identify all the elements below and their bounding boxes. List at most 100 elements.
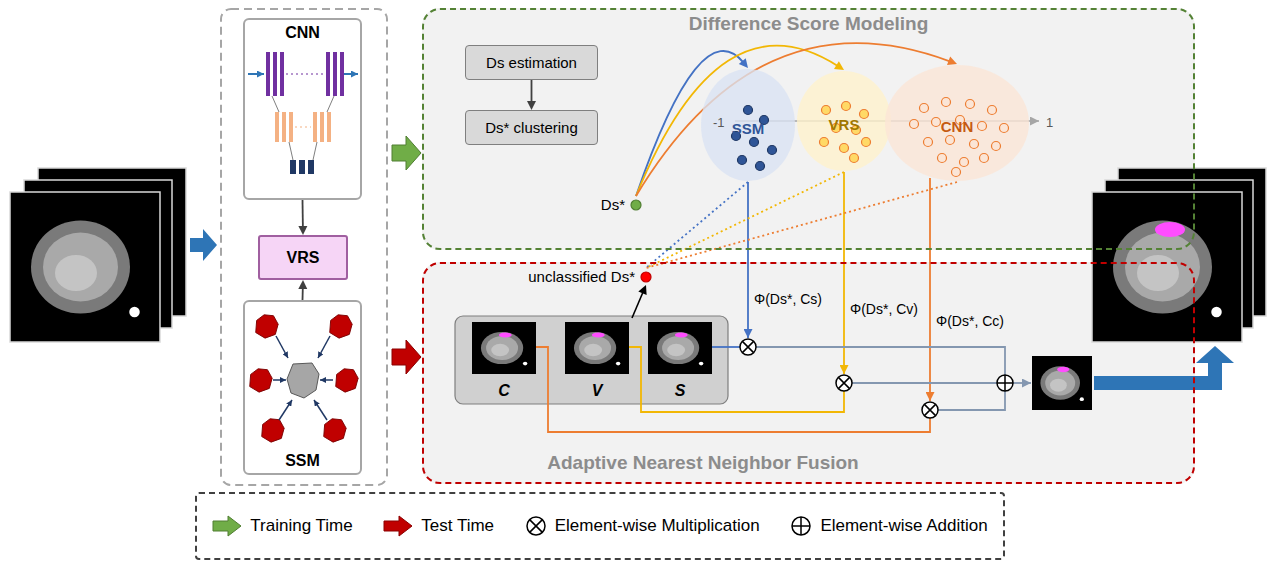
score-dot-fill [631,200,641,210]
region-title: Adaptive Nearest Neighbor Fusion [547,452,858,475]
connector-line [531,80,533,103]
score-dot [750,138,759,147]
input-ct-stack [10,168,186,342]
cluster-ellipse: VRS [796,70,892,172]
score-dot [910,120,919,129]
unet-icon [308,160,314,174]
connector [298,280,307,300]
legend-multiply-symbol [525,515,547,537]
process-box: Ds* clustering [465,110,598,145]
label-slot: 1 [1046,113,1053,131]
unet-icon [326,52,330,96]
legend-test-arrow [383,515,413,537]
score-dot [938,154,947,163]
legend-training-arrow [212,515,242,537]
region-ground [422,8,1195,250]
connector [298,200,307,235]
unet-icon [327,112,331,142]
unet-icon [289,142,293,160]
arrow-head [298,226,307,235]
model-group-frame [221,9,387,485]
node-label: Ds* clustering [485,119,578,137]
unet-icon [282,112,286,142]
arrow-head [638,285,646,295]
shape-model-icon [318,336,330,358]
score-dot [988,106,997,115]
shape-model-icon [276,336,288,358]
score-dot [942,98,951,107]
score-dot [1000,124,1009,133]
weight-label: Φ(Ds*, Cc) [936,313,1004,329]
score-dot [842,102,851,111]
arrow-head [947,57,957,65]
region-title: Difference Score Modeling [689,13,929,36]
legend-training-arrow [213,516,241,536]
add-symbol [997,375,1013,391]
unet-icon [248,73,264,75]
ct-slice: V [564,320,630,402]
multiply-symbol [922,402,938,418]
ct-slice-image [472,322,536,374]
output-ct-stack [1092,192,1242,342]
test-arrow [392,340,421,374]
node-label: VRS [287,248,320,267]
score-dot [978,122,987,131]
model-box: SSM [243,300,362,475]
connector [646,182,748,268]
unet-icon [272,96,279,112]
fusion-wire [756,347,1005,375]
score-point: Ds* [601,196,642,214]
node-label: Ds estimation [486,54,577,72]
unet-icon [299,160,305,174]
arrow-head [834,61,844,70]
shape-model-icon [262,419,284,442]
legend-text: Element-wise Addition [820,516,987,536]
score-dot [924,138,933,147]
node-label: C [498,381,510,400]
unet-icon [344,73,358,75]
fusion-wire [712,346,740,348]
connector-line [646,182,957,268]
legend-item: Element-wise Multiplication [525,515,760,537]
shape-model-icon [287,363,319,398]
connector-line [646,182,748,268]
node-label: Ds* [601,196,625,214]
fusion-wire [1013,382,1031,384]
score-point: unclassified Ds* [528,268,652,286]
score-dot [966,100,975,109]
fusion-wire [536,172,1031,432]
legend-item: Training Time [212,515,352,537]
process-box: Ds estimation [465,45,598,80]
unet-icon [320,112,324,142]
cluster-fill [797,71,891,171]
output-arrow-head [1196,346,1234,363]
legend-item: Element-wise Addition [790,515,987,537]
connector [527,80,536,110]
output-arrow [1094,362,1215,383]
output-ct-stack [1092,168,1266,342]
ct-slice-image [648,322,712,374]
score-dot [970,140,979,149]
score-dot [862,138,871,147]
connector-line [646,172,844,268]
score-dot [932,118,941,127]
connector [646,172,844,268]
unet-icon [266,52,270,96]
region-ground [422,262,1195,484]
shape-model-icon [320,379,333,381]
legend-multiply-symbol [529,520,542,533]
score-dot [920,104,929,113]
cluster-fill [701,69,795,181]
score-dot [840,144,849,153]
input-ct-stack [10,192,160,342]
fusion-wire [938,391,1005,410]
shape-model-icon [314,400,327,420]
unet-icon [248,52,358,174]
multiply-symbol [742,341,753,352]
legend-text: Element-wise Multiplication [555,516,760,536]
node-label: SSM [732,120,765,138]
shape-model-icon [324,419,346,442]
legend-multiply-symbol [527,517,545,535]
shape-model-icon [250,315,358,442]
